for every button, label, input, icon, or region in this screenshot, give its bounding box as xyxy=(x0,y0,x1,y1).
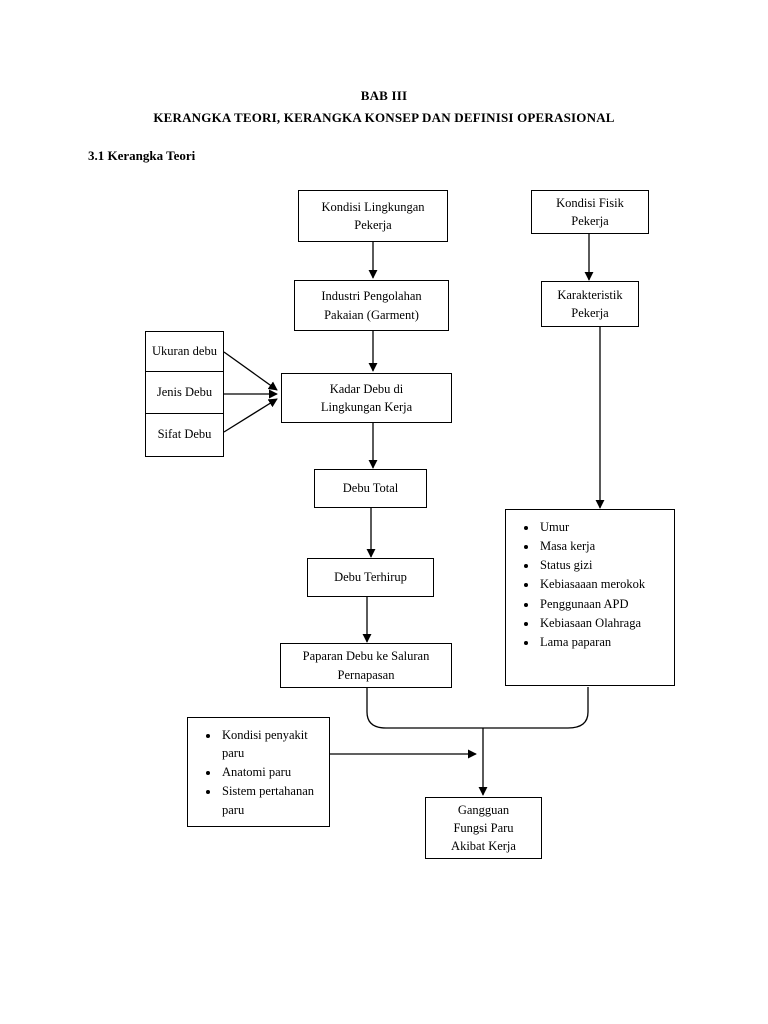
stack-cell-ukuran-debu: Ukuran debu xyxy=(146,332,223,372)
list-item: Kebiasaaan merokok xyxy=(538,575,668,593)
list-item: Anatomi paru xyxy=(220,763,323,781)
section-heading: 3.1 Kerangka Teori xyxy=(88,148,196,163)
node-line: Pakaian (Garment) xyxy=(324,307,419,322)
stack-cell-jenis-debu: Jenis Debu xyxy=(146,372,223,414)
list-item: Umur xyxy=(538,518,668,536)
node-line: Pekerja xyxy=(354,218,392,232)
node-debu-terhirup: Debu Terhirup xyxy=(307,558,434,597)
stack-line: debu xyxy=(192,343,217,358)
list-faktor-paru: Kondisi penyakit paru Anatomi paru Siste… xyxy=(187,717,330,827)
list-item: Status gizi xyxy=(538,556,668,574)
node-kondisi-fisik-pekerja: Kondisi Fisik Pekerja xyxy=(531,190,649,234)
list-item: Lama paparan xyxy=(538,633,668,651)
node-kadar-debu-lingkungan-kerja: Kadar Debu di Lingkungan Kerja xyxy=(281,373,452,423)
document-title: KERANGKA TEORI, KERANGKA KONSEP DAN DEFI… xyxy=(153,110,615,125)
node-line: Kondisi Lingkungan xyxy=(321,199,425,214)
node-line: Akibat Kerja xyxy=(451,839,516,854)
node-gangguan-fungsi-paru-akibat-kerja: Gangguan Fungsi Paru Akibat Kerja xyxy=(425,797,542,859)
list-item: Sistem pertahanan paru xyxy=(220,782,323,818)
node-line: Debu Terhirup xyxy=(334,570,407,585)
node-line: Pernapasan xyxy=(337,667,395,682)
node-line: Kondisi Fisik xyxy=(556,195,624,210)
list-item: Masa kerja xyxy=(538,537,668,555)
list-faktor-pekerja: Umur Masa kerja Status gizi Kebiasaaan m… xyxy=(505,509,675,686)
node-line: Fungsi Paru xyxy=(453,820,514,835)
node-line: Gangguan xyxy=(457,802,510,817)
node-karakteristik-pekerja: Karakteristik Pekerja xyxy=(541,281,639,327)
list-item: Penggunaan APD xyxy=(538,595,668,613)
stack-karakteristik-debu: Ukuran debu Jenis Debu Sifat Debu xyxy=(145,331,224,457)
list-item: Kebiasaan Olahraga xyxy=(538,614,668,632)
stack-line: Sifat Debu xyxy=(157,426,212,441)
node-line: Karakteristik xyxy=(557,287,623,302)
node-industri-pengolahan-pakaian: Industri Pengolahan Pakaian (Garment) xyxy=(294,280,449,331)
node-paparan-debu-saluran-pernapasan: Paparan Debu ke Saluran Pernapasan xyxy=(280,643,452,688)
node-debu-total: Debu Total xyxy=(314,469,427,508)
node-line: Pekerja xyxy=(571,306,609,320)
stack-line: Ukuran xyxy=(152,343,190,358)
stack-line: Debu xyxy=(185,384,213,399)
node-line: Kadar Debu di xyxy=(329,381,404,396)
stack-cell-sifat-debu: Sifat Debu xyxy=(146,414,223,455)
list-item: Kondisi penyakit paru xyxy=(220,726,323,762)
node-line: Pekerja xyxy=(571,214,609,228)
node-line: Paparan Debu ke Saluran xyxy=(302,649,430,664)
node-line: Debu Total xyxy=(342,481,399,496)
node-line: Lingkungan Kerja xyxy=(320,400,413,414)
chapter-heading: BAB III xyxy=(360,88,408,103)
node-line: Industri Pengolahan xyxy=(321,289,422,304)
stack-line: Jenis xyxy=(156,384,182,399)
node-kondisi-lingkungan-pekerja: Kondisi Lingkungan Pekerja xyxy=(298,190,448,242)
